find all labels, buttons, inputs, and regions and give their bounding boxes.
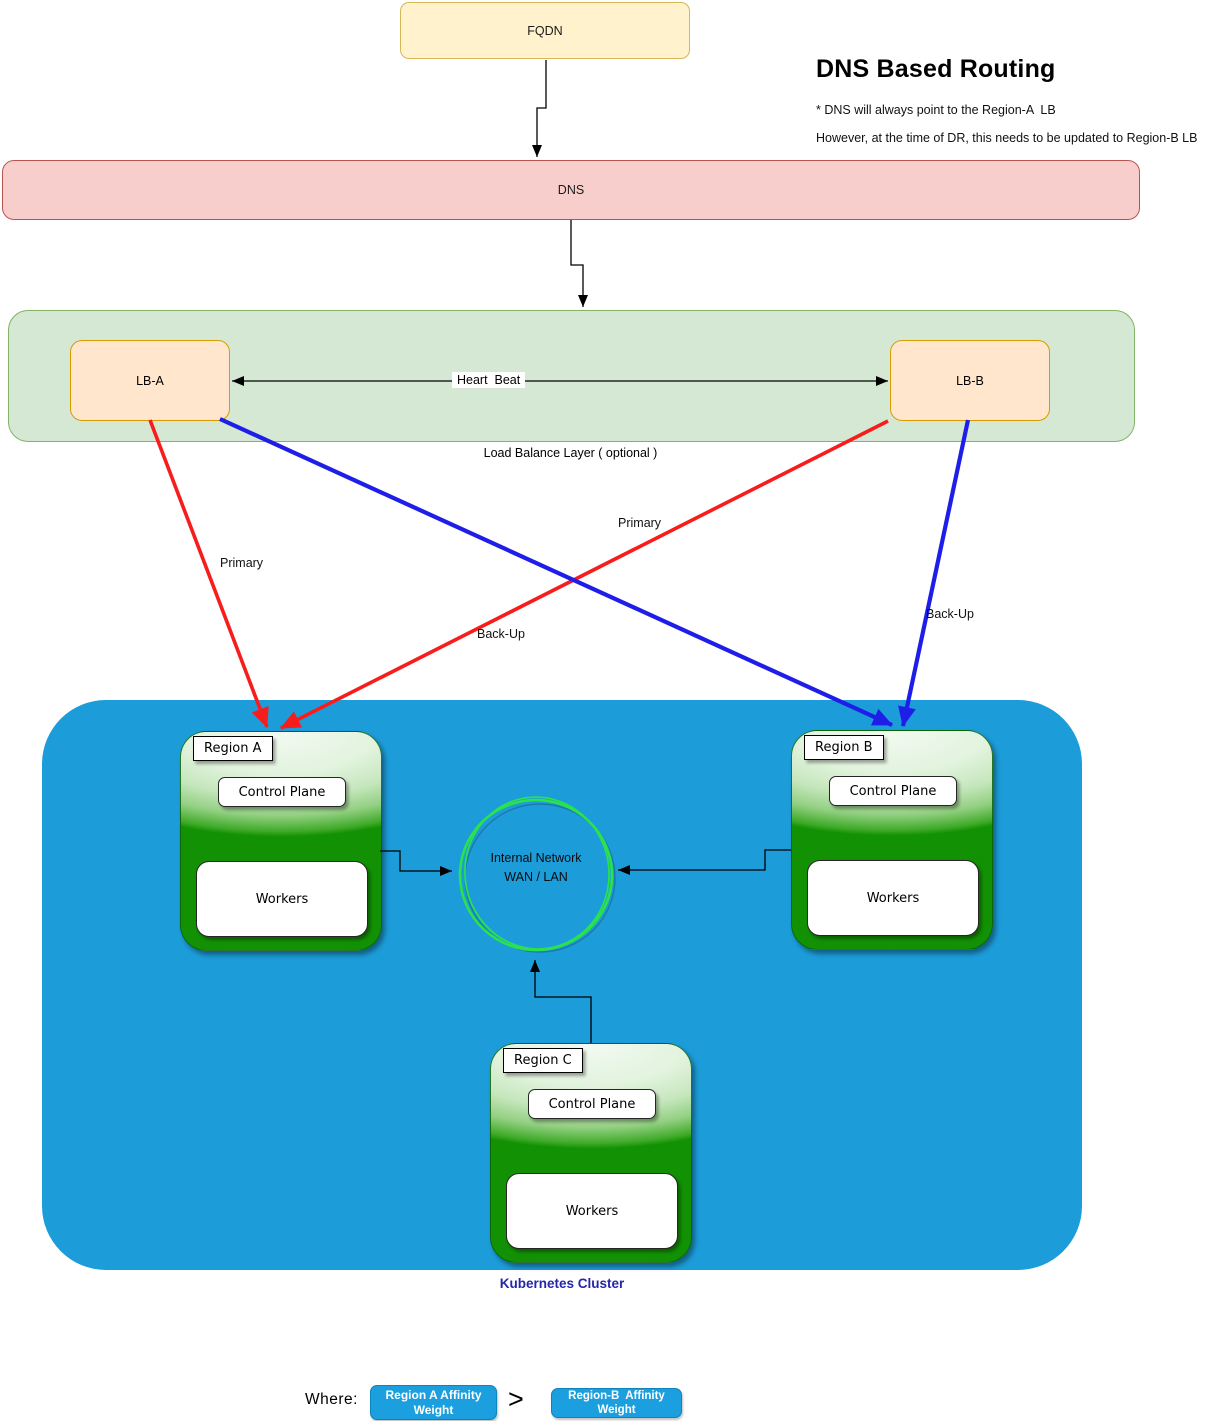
region-c-control-plane: Control Plane: [528, 1089, 656, 1119]
region-c-node: Region C Control Plane Workers: [490, 1043, 692, 1263]
region-b-control-plane: Control Plane: [829, 776, 957, 806]
region-a-control-plane: Control Plane: [218, 777, 346, 807]
internal-network-line1: Internal Network: [490, 851, 582, 865]
heading-block: DNS Based Routing * DNS will always poin…: [816, 55, 1216, 145]
lb-b-node: LB-B: [890, 340, 1050, 421]
kubernetes-cluster-caption: Kubernetes Cluster: [499, 1276, 625, 1291]
lb-layer-caption: Load Balance Layer ( optional ): [483, 446, 658, 460]
lb-a-node: LB-A: [70, 340, 230, 421]
dns-to-lb-arrow: [570, 220, 588, 307]
primary-label-lba: Primary: [220, 556, 264, 570]
fqdn-node: FQDN: [400, 2, 690, 59]
region-b-workers: Workers: [807, 860, 979, 936]
backup-label-lbb: Back-Up: [926, 607, 974, 621]
note-line-1: * DNS will always point to the Region-A …: [816, 103, 1056, 117]
backup-label-lba: Back-Up: [477, 627, 525, 641]
where-label: Where:: [305, 1391, 358, 1408]
primary-arrow-lbb-to-region-a: [280, 419, 889, 730]
region-c-workers: Workers: [506, 1173, 678, 1249]
primary-arrow-lba-to-region-a: [148, 419, 269, 728]
region-c-tag: Region C: [503, 1048, 583, 1073]
region-b-tag: Region B: [804, 735, 884, 760]
note-line-2: However, at the time of DR, this needs t…: [816, 131, 1198, 145]
region-b-node: Region B Control Plane Workers: [791, 730, 993, 950]
backup-arrow-lba-to-region-b: [219, 417, 893, 727]
backup-arrow-lbb-to-region-b: [898, 419, 971, 727]
dns-node: DNS: [2, 160, 1140, 220]
primary-label-lbb: Primary: [618, 516, 662, 530]
internal-network-line2: WAN / LAN: [504, 869, 568, 884]
fqdn-to-dns-arrow: [532, 60, 547, 157]
region-a-workers: Workers: [196, 861, 368, 937]
page-title: DNS Based Routing: [816, 55, 1056, 83]
internal-network-node: Internal Network WAN / LAN: [455, 849, 617, 887]
region-b-affinity-chip: Region-B Affinity Weight: [551, 1388, 682, 1418]
heartbeat-label: Heart Beat: [452, 372, 526, 388]
greater-than-operator: >: [508, 1384, 524, 1414]
region-a-node: Region A Control Plane Workers: [180, 731, 382, 951]
region-a-tag: Region A: [193, 736, 273, 761]
region-a-affinity-chip: Region A Affinity Weight: [370, 1385, 497, 1420]
